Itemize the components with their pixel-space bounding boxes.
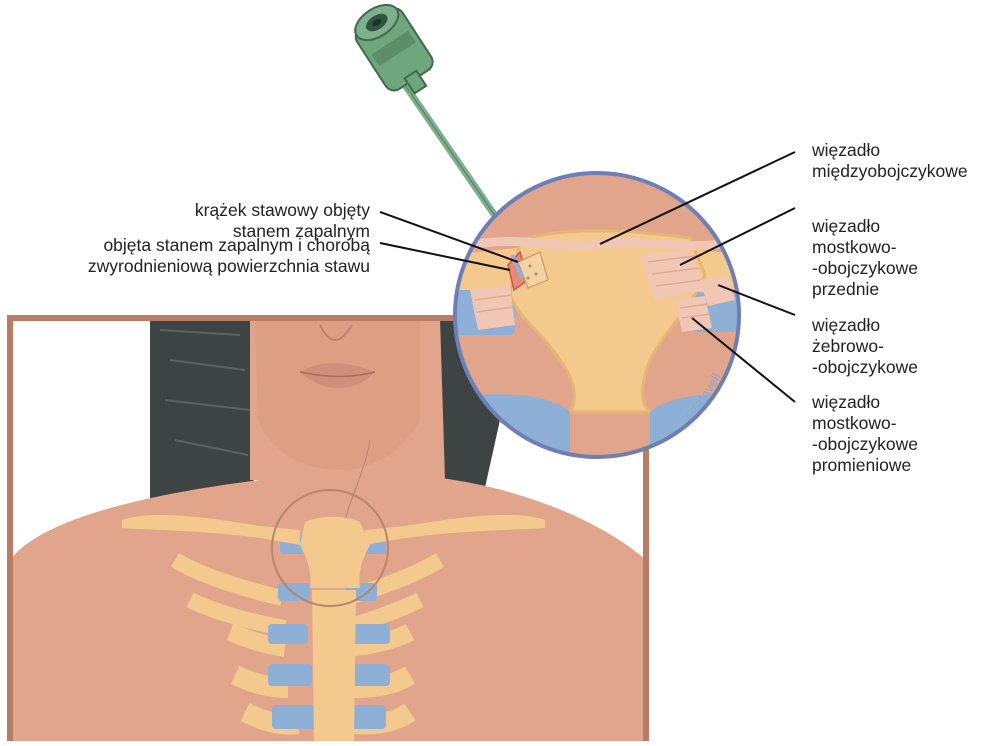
- label-radiate-sternoclavicular-ligament: więzadło mostkowo- -obojczykowe promieni…: [812, 392, 918, 476]
- chin: [255, 318, 420, 470]
- label-anterior-sternoclavicular-ligament: więzadło mostkowo- -obojczykowe przednie: [812, 216, 918, 300]
- sternum-body: [312, 590, 356, 741]
- interclavicular-ligament: [475, 241, 720, 245]
- label-costoclavicular-ligament: więzadło żebrowo- -obojczykowe: [812, 315, 918, 378]
- label-degenerative-surface: objęta stanem zapalnym i chorobą zwyrodn…: [20, 235, 370, 277]
- needle: [346, 0, 520, 252]
- label-interclavicular-ligament: więzadło międzyobojczykowe: [812, 140, 968, 182]
- manubrium: [300, 517, 370, 588]
